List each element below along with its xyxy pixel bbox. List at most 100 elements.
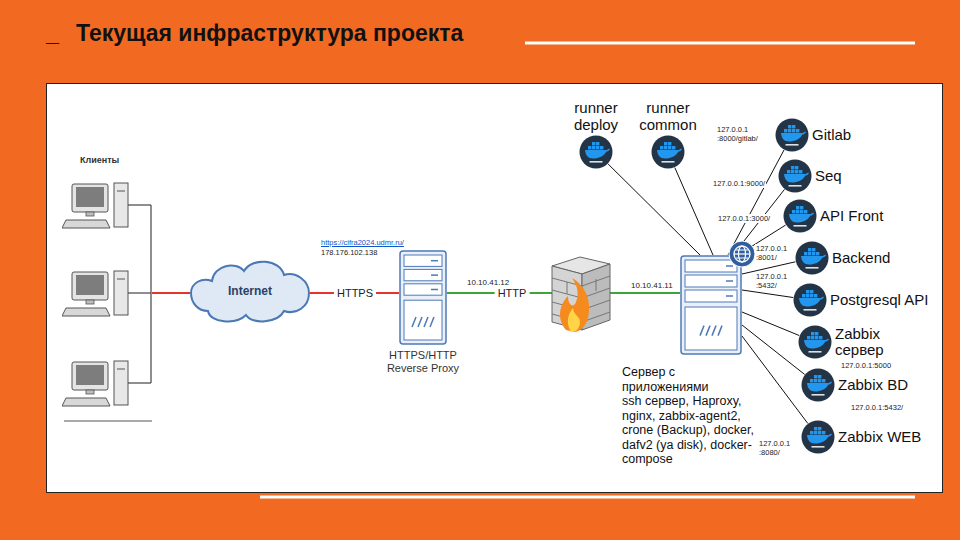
docker-badge bbox=[794, 284, 827, 317]
docker-crate bbox=[810, 290, 813, 293]
docker-icon bbox=[798, 325, 832, 359]
docker-badge bbox=[784, 200, 817, 233]
connector-line bbox=[742, 325, 805, 374]
docker-crate bbox=[795, 170, 798, 173]
docker-crate bbox=[810, 431, 813, 434]
globe-parallel bbox=[736, 258, 748, 259]
docker-wordmark bbox=[789, 185, 802, 187]
docker-crate bbox=[802, 294, 805, 297]
docker-whale bbox=[781, 132, 806, 142]
docker-crate bbox=[812, 248, 815, 251]
docker-crate bbox=[792, 210, 795, 213]
docker-icon bbox=[801, 420, 835, 454]
docker-crate bbox=[600, 146, 603, 149]
port-label: 127.0.0.1 :8001/ bbox=[755, 244, 793, 262]
docker-crate bbox=[668, 146, 671, 149]
docker-container: Seq bbox=[778, 159, 842, 193]
port-label: 127.0.0.1 :8080/ bbox=[758, 439, 796, 457]
docker-crate bbox=[800, 206, 803, 209]
pc-tower bbox=[114, 271, 128, 315]
footer-rule bbox=[260, 496, 915, 499]
server-vent bbox=[706, 326, 710, 336]
docker-crate bbox=[816, 252, 819, 255]
brick-line bbox=[567, 282, 568, 294]
docker-badge bbox=[652, 136, 685, 169]
docker-wordmark bbox=[590, 161, 603, 163]
docker-crate bbox=[822, 431, 825, 434]
docker-whale bbox=[799, 297, 824, 307]
docker-crate bbox=[784, 129, 787, 132]
server-vent bbox=[718, 326, 722, 336]
docker-crate bbox=[596, 146, 599, 149]
firewall-flame bbox=[560, 278, 589, 332]
docker-crate bbox=[592, 142, 595, 145]
server-bay bbox=[404, 269, 442, 280]
pc-tower bbox=[114, 183, 128, 227]
docker-badge bbox=[802, 369, 835, 402]
server-icon bbox=[680, 255, 742, 355]
slide-title: Текущая инфраструктура проекта bbox=[76, 19, 463, 47]
server-led bbox=[431, 260, 438, 262]
docker-crate bbox=[796, 206, 799, 209]
diagram-panel bbox=[47, 84, 943, 493]
server-bay bbox=[404, 255, 442, 266]
title-rule bbox=[525, 42, 915, 45]
docker-crate bbox=[806, 294, 809, 297]
runner-container: runner deploy bbox=[560, 100, 632, 169]
globe-parallel bbox=[736, 250, 748, 251]
docker-wordmark bbox=[804, 309, 817, 311]
server-led bbox=[726, 280, 733, 282]
docker-crate bbox=[588, 146, 591, 149]
port-label: 127.0.0.1:9000/ bbox=[712, 179, 766, 188]
docker-crate bbox=[822, 379, 825, 382]
monitor-screen bbox=[76, 187, 104, 207]
docker-crate bbox=[664, 146, 667, 149]
docker-badge bbox=[776, 119, 809, 152]
cloud-outline bbox=[191, 262, 309, 322]
server-icon bbox=[399, 250, 447, 345]
docker-crate bbox=[810, 294, 813, 297]
docker-crate bbox=[796, 210, 799, 213]
server-bay bbox=[685, 275, 737, 287]
docker-icon bbox=[783, 199, 817, 233]
docker-crate bbox=[808, 252, 811, 255]
connector-line bbox=[675, 168, 713, 255]
server-vent bbox=[700, 326, 704, 336]
docker-crate bbox=[818, 431, 821, 434]
docker-wordmark bbox=[662, 161, 675, 163]
docker-whale bbox=[657, 149, 682, 159]
docker-crate bbox=[808, 248, 811, 251]
docker-container: Backend bbox=[795, 241, 890, 275]
server-vent bbox=[430, 317, 434, 327]
monitor bbox=[72, 272, 108, 300]
network-wire bbox=[128, 204, 151, 205]
network-wire bbox=[128, 292, 151, 293]
flame-core bbox=[568, 308, 580, 332]
keyboard bbox=[62, 308, 110, 316]
docker-crate bbox=[787, 170, 790, 173]
monitor-stand bbox=[86, 390, 94, 394]
docker-icon bbox=[579, 135, 613, 169]
docker-crate bbox=[796, 129, 799, 132]
docker-icon bbox=[651, 135, 685, 169]
docker-wordmark bbox=[786, 144, 799, 146]
monitor-screen bbox=[76, 365, 104, 385]
docker-crate bbox=[819, 336, 822, 339]
client-computers bbox=[62, 169, 152, 431]
server-body bbox=[400, 251, 446, 344]
server-bay bbox=[685, 260, 737, 272]
runner-label: runner deploy bbox=[560, 100, 632, 133]
docker-crate bbox=[814, 431, 817, 434]
runner-container: runner common bbox=[632, 100, 704, 169]
docker-container: Gitlab bbox=[775, 118, 851, 152]
docker-crate bbox=[818, 427, 821, 430]
docker-container: API Front bbox=[783, 199, 883, 233]
docker-crate bbox=[806, 290, 809, 293]
drive-bay bbox=[117, 279, 125, 280]
drive-bay bbox=[117, 369, 125, 370]
keyboard bbox=[62, 220, 110, 228]
monitor-stand bbox=[86, 300, 94, 304]
docker-crate bbox=[804, 252, 807, 255]
